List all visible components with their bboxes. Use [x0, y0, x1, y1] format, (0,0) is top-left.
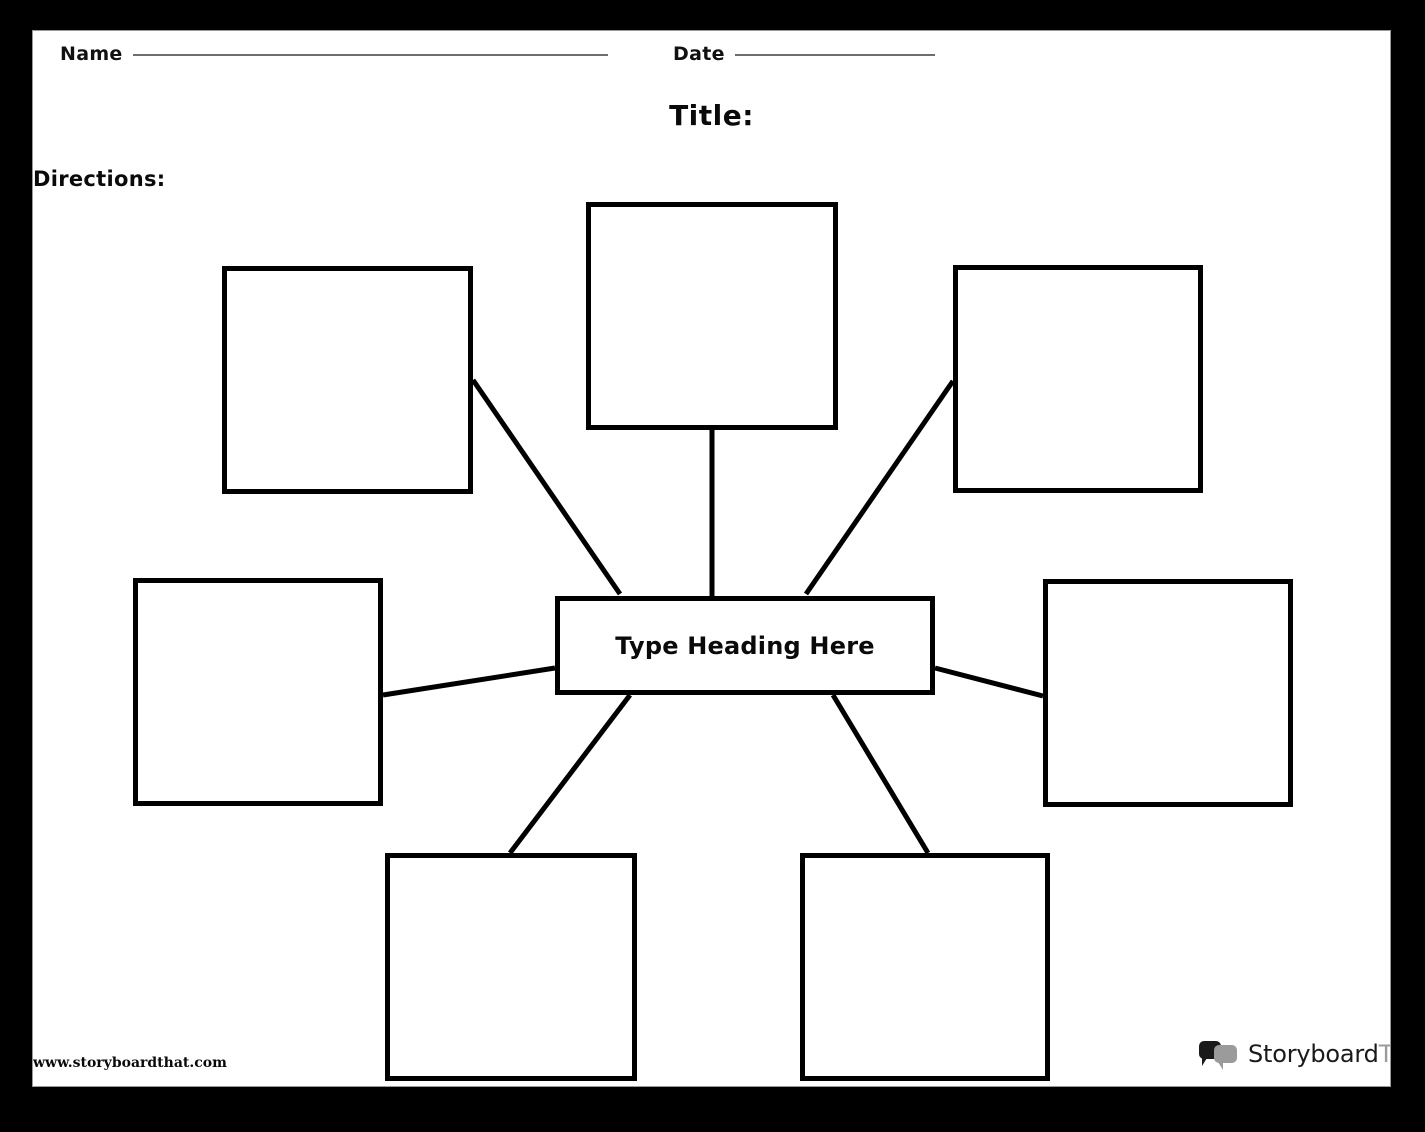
brand-name-primary: Storyboard: [1248, 1040, 1379, 1068]
footer-url[interactable]: www.storyboardthat.com: [33, 1055, 227, 1071]
node-box-middle-left[interactable]: [133, 578, 383, 806]
center-heading-label: Type Heading Here: [615, 631, 875, 660]
node-box-middle-right[interactable]: [1043, 579, 1293, 807]
storyboardthat-logo[interactable]: StoryboardThat: [1199, 1039, 1390, 1070]
connector-lines: [382, 378, 1044, 855]
worksheet-page: Name Date Title: Directions: Type Headin…: [33, 31, 1390, 1086]
name-writing-line[interactable]: [132, 54, 608, 56]
connector-center-to-top-left: [470, 378, 623, 596]
brand-wordmark: StoryboardThat: [1248, 1040, 1390, 1068]
node-box-bottom-right[interactable]: [800, 853, 1050, 1081]
date-writing-line[interactable]: [734, 54, 935, 56]
connector-center-to-middle-right: [934, 665, 1044, 699]
spider-map-diagram: Type Heading Here: [33, 31, 1390, 1086]
node-box-top-right[interactable]: [953, 265, 1203, 493]
brand-name-secondary: That: [1378, 1040, 1390, 1068]
date-field[interactable]: Date: [673, 43, 935, 65]
center-heading-box[interactable]: Type Heading Here: [555, 596, 935, 695]
connector-center-to-bottom-left: [508, 693, 632, 855]
name-label: Name: [60, 43, 123, 65]
name-field[interactable]: Name: [60, 43, 608, 65]
connector-center-to-bottom-right: [830, 693, 931, 855]
directions-label[interactable]: Directions:: [33, 167, 166, 191]
connector-center-to-top-right: [803, 379, 956, 596]
date-label: Date: [673, 43, 725, 65]
page-title[interactable]: Title:: [669, 99, 754, 132]
connector-center-to-middle-left: [382, 665, 556, 698]
speech-bubble-gray-icon: [1214, 1045, 1237, 1070]
speech-bubbles-icon: [1199, 1039, 1239, 1070]
node-box-bottom-left[interactable]: [385, 853, 637, 1081]
node-box-top-center[interactable]: [586, 202, 838, 430]
node-box-top-left[interactable]: [222, 266, 473, 494]
